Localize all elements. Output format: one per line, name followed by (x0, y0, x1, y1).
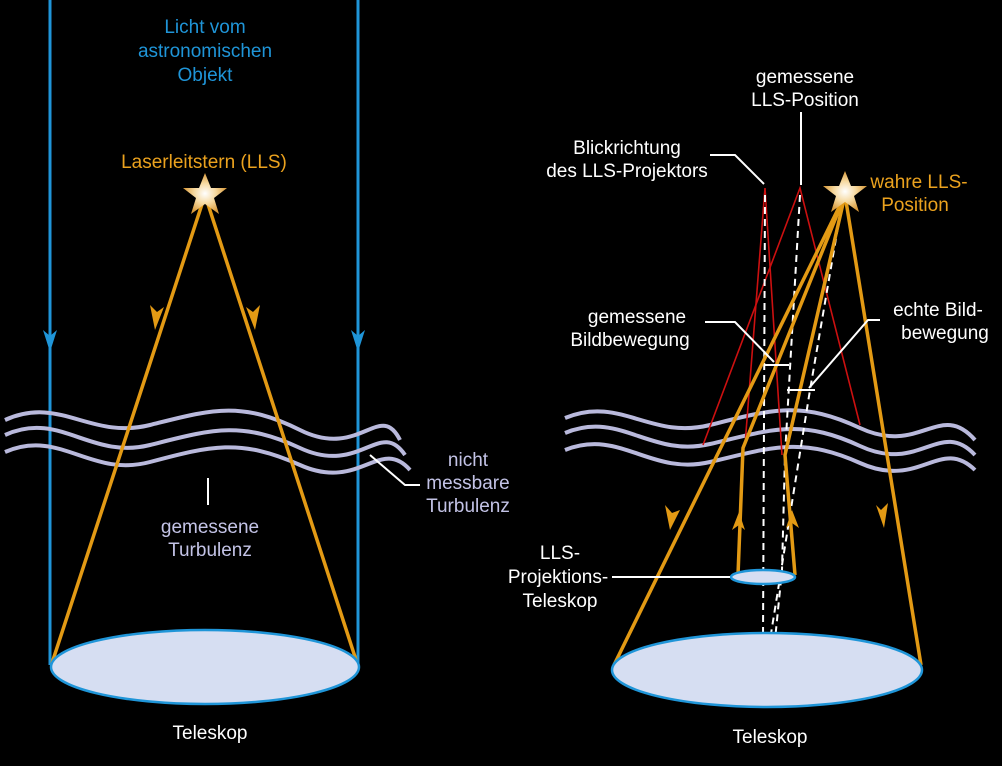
measured-turbulence-line1: gemessene (161, 517, 259, 538)
measured-position-line2: LLS-Position (751, 90, 859, 111)
laser-return-beams (50, 194, 359, 664)
arrow-down-icon (246, 305, 260, 330)
unmeasurable-turbulence-line2: messbare (426, 473, 509, 494)
true-motion-line2: bewegung (901, 323, 989, 344)
projection-telescope-line3: Teleskop (523, 591, 598, 612)
turbulence-waves (4, 408, 412, 475)
projection-telescope-line2: Projektions- (508, 567, 608, 588)
arrow-down-icon (43, 330, 57, 352)
leader-line (705, 321, 775, 363)
arrow-down-icon (150, 305, 164, 330)
arrow-down-icon (665, 505, 680, 530)
light-label-line2: astronomischen (138, 41, 272, 62)
telescope-label: Teleskop (173, 723, 248, 744)
laser-beams (612, 194, 923, 666)
measured-motion-line1: gemessene (588, 307, 686, 328)
telescope-label: Teleskop (733, 727, 808, 748)
true-motion-line1: echte Bild- (893, 300, 983, 321)
projection-telescope (729, 568, 797, 586)
projection-telescope-line1: LLS- (540, 543, 580, 564)
left-panel: Licht vom astronomischen Objekt Laserlei… (4, 0, 510, 744)
leader-line (369, 454, 420, 486)
telescope-mirror (49, 628, 361, 706)
leader-line (808, 319, 880, 389)
arrow-down-icon (351, 330, 365, 352)
turbulence-waves (564, 408, 977, 473)
projector-direction-line1: Blickrichtung (573, 138, 681, 159)
arrow-down-icon (876, 503, 888, 528)
unmeasurable-turbulence-line1: nicht (448, 450, 489, 471)
dashed-lines (762, 194, 841, 641)
light-beams (43, 0, 365, 665)
measured-motion-line2: Bildbewegung (570, 330, 689, 351)
unmeasurable-turbulence-line3: Turbulenz (426, 496, 510, 517)
light-label-line3: Objekt (178, 65, 234, 86)
light-label-line1: Licht vom (164, 17, 245, 38)
measured-position-line1: gemessene (756, 67, 854, 88)
true-position-line1: wahre LLS- (869, 172, 967, 193)
true-position-line2: Position (881, 195, 949, 216)
guide-star-icon (183, 173, 227, 214)
measured-turbulence-line2: Turbulenz (168, 540, 252, 561)
guide-star-label: Laserleitstern (LLS) (121, 152, 287, 173)
projector-direction-line2: des LLS-Projektors (546, 161, 708, 182)
arrow-up-icon (732, 512, 745, 530)
right-panel: gemessene LLS-Position Blickrichtung des… (508, 67, 989, 748)
telescope-mirror (610, 631, 924, 709)
leader-line (710, 154, 765, 185)
arrow-up-icon (786, 510, 799, 528)
